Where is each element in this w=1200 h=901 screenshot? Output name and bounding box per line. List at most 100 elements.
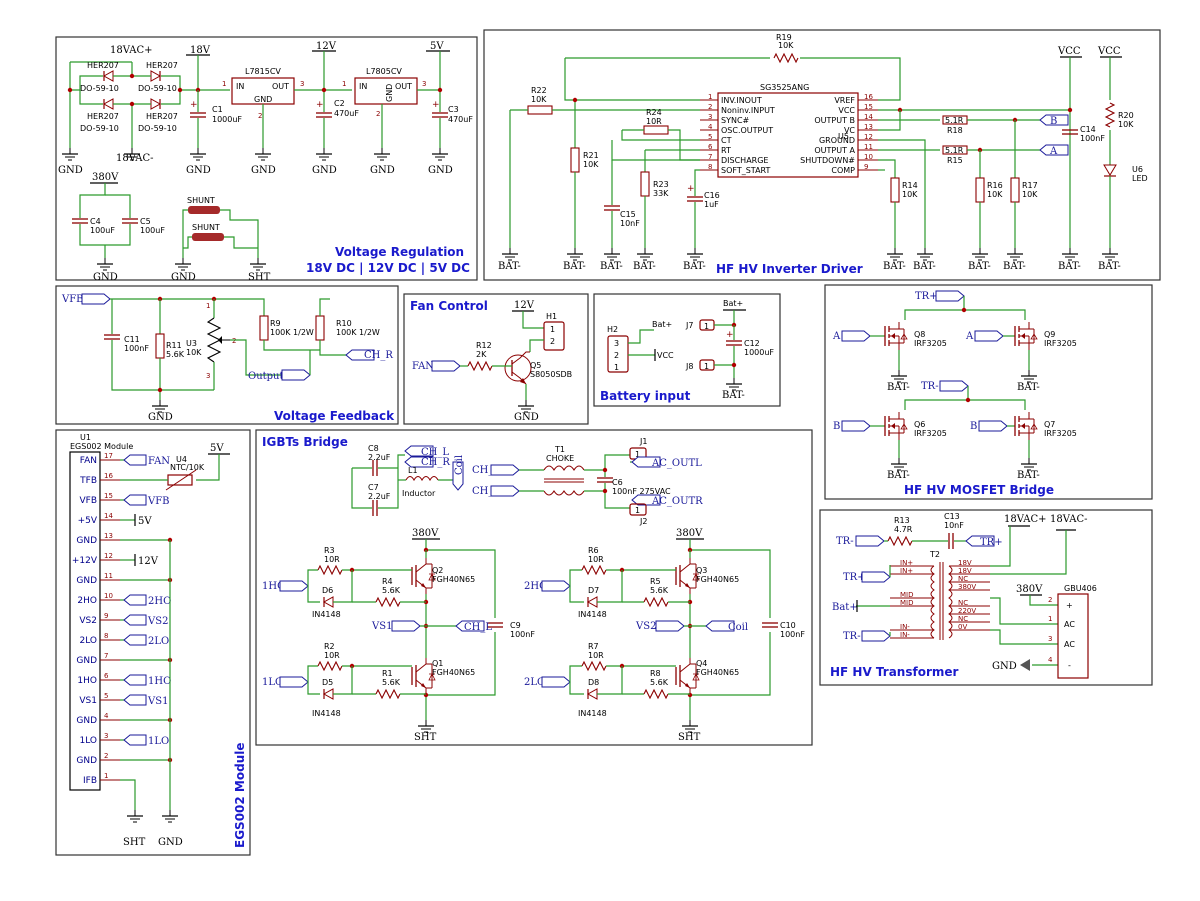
egs002-pin-label: GND bbox=[76, 756, 97, 766]
svg-text:1uF: 1uF bbox=[704, 200, 719, 209]
svg-text:10K: 10K bbox=[902, 190, 918, 199]
svg-text:BAT-: BAT- bbox=[563, 261, 586, 272]
svg-text:BAT-: BAT- bbox=[722, 390, 745, 401]
section-title-inverter-driver: HF HV Inverter Driver bbox=[716, 262, 863, 276]
egs002-pin-label: GND bbox=[76, 656, 97, 666]
svg-text:10K: 10K bbox=[583, 160, 599, 169]
svg-text:IN: IN bbox=[359, 82, 367, 91]
svg-text:Inductor: Inductor bbox=[402, 489, 436, 498]
svg-text:10R: 10R bbox=[646, 117, 662, 126]
svg-text:10K: 10K bbox=[987, 190, 1003, 199]
svg-text:GBU406: GBU406 bbox=[1064, 584, 1097, 593]
svg-text:10K: 10K bbox=[531, 95, 547, 104]
svg-text:C1: C1 bbox=[212, 105, 223, 114]
svg-text:10nF: 10nF bbox=[944, 521, 964, 530]
svg-text:GND: GND bbox=[312, 165, 337, 176]
svg-text:2: 2 bbox=[258, 112, 262, 120]
svg-text:1: 1 bbox=[550, 325, 555, 334]
egs002-net-label: 2LO bbox=[148, 636, 169, 647]
svg-text:100nF: 100nF bbox=[510, 630, 535, 639]
svg-text:BAT-: BAT- bbox=[683, 261, 706, 272]
svg-text:R4: R4 bbox=[382, 577, 393, 586]
svg-text:SHT: SHT bbox=[678, 732, 701, 743]
svg-text:GND: GND bbox=[514, 412, 539, 423]
svg-text:GND: GND bbox=[992, 661, 1017, 672]
voltage-feedback-circuit: VFB C11 100nF R11 5.6K GND U3 10K 2 1 3 … bbox=[61, 293, 395, 423]
svg-text:+: + bbox=[190, 100, 198, 110]
svg-text:18VAC+: 18VAC+ bbox=[1004, 514, 1047, 525]
sg3525-pin-label: OUTPUT B bbox=[814, 116, 855, 125]
svg-text:FGH40N65: FGH40N65 bbox=[696, 575, 739, 584]
egs002-pin-number: 9 bbox=[104, 612, 108, 620]
svg-text:SHT: SHT bbox=[123, 837, 146, 848]
svg-text:1000uF: 1000uF bbox=[212, 115, 242, 124]
egs002-pin-label: 2HO bbox=[77, 596, 97, 606]
egs002-net-label: VFB bbox=[147, 496, 170, 507]
svg-text:IRF3205: IRF3205 bbox=[914, 429, 947, 438]
svg-text:VS2: VS2 bbox=[635, 621, 656, 632]
sg3525-pin-label: OSC.OUTPUT bbox=[721, 126, 773, 135]
transformer-pin-label: IN+ bbox=[900, 559, 913, 567]
egs002-pin-label: GND bbox=[76, 716, 97, 726]
svg-text:1: 1 bbox=[635, 506, 640, 515]
svg-text:L1: L1 bbox=[408, 466, 418, 475]
svg-text:R19: R19 bbox=[776, 33, 792, 42]
egs002-pin-number: 12 bbox=[104, 552, 113, 560]
svg-text:J8: J8 bbox=[685, 362, 693, 371]
egs002-pin-label: VS2 bbox=[79, 616, 97, 626]
svg-text:100uF: 100uF bbox=[140, 226, 165, 235]
svg-text:S8050SDB: S8050SDB bbox=[530, 370, 572, 379]
svg-text:1HO: 1HO bbox=[262, 581, 285, 592]
sg3525-pin-number: 13 bbox=[864, 123, 873, 131]
fan-control-circuit: Fan Control 12V H1 1 2 Q5 S8050SDB GND F… bbox=[410, 299, 572, 423]
svg-text:GND: GND bbox=[158, 837, 183, 848]
egs002-pin-number: 2 bbox=[104, 752, 108, 760]
egs002-pin-label: TFB bbox=[79, 476, 97, 486]
svg-text:FGH40N65: FGH40N65 bbox=[696, 668, 739, 677]
svg-text:VS1: VS1 bbox=[371, 621, 392, 632]
svg-text:IN4148: IN4148 bbox=[312, 709, 341, 718]
svg-text:-: - bbox=[1068, 661, 1071, 670]
egs002-pin-number: 8 bbox=[104, 632, 108, 640]
section-voltage-feedback bbox=[55, 285, 399, 425]
egs002-pin-label: +12V bbox=[72, 556, 98, 566]
sg3525-pin-number: 3 bbox=[708, 113, 712, 121]
svg-text:OUT: OUT bbox=[395, 82, 412, 91]
svg-text:C2: C2 bbox=[334, 99, 345, 108]
svg-text:C3: C3 bbox=[448, 105, 459, 114]
egs002-pin-number: 5 bbox=[104, 692, 108, 700]
svg-text:GND: GND bbox=[148, 412, 173, 423]
section-igbt-bridge bbox=[255, 429, 813, 746]
section-title-igbt-bridge: IGBTs Bridge bbox=[262, 435, 348, 449]
svg-text:R10: R10 bbox=[336, 319, 352, 328]
svg-text:B: B bbox=[833, 421, 840, 432]
svg-text:5.1R: 5.1R bbox=[945, 146, 964, 155]
svg-text:380V: 380V bbox=[676, 528, 703, 539]
svg-text:380V: 380V bbox=[412, 528, 439, 539]
svg-text:R21: R21 bbox=[583, 151, 599, 160]
voltage-regulation-circuit: 18VAC+ 18V 12V 5V HER207 HER207 DO-59-10… bbox=[58, 41, 473, 283]
egs002-net-label: VS1 bbox=[147, 696, 168, 707]
svg-text:TR+: TR+ bbox=[980, 537, 1003, 548]
section-transformer bbox=[819, 509, 1153, 686]
svg-text:GND: GND bbox=[93, 272, 118, 283]
svg-text:BAT-: BAT- bbox=[968, 261, 991, 272]
svg-text:AC_OUTL: AC_OUTL bbox=[651, 458, 702, 469]
svg-text:Q1: Q1 bbox=[432, 659, 443, 668]
svg-text:T1: T1 bbox=[554, 445, 565, 454]
egs002-pin-number: 13 bbox=[104, 532, 113, 540]
svg-text:R23: R23 bbox=[653, 180, 669, 189]
section-title-fan-control: Fan Control bbox=[410, 299, 488, 313]
svg-text:10R: 10R bbox=[324, 555, 340, 564]
svg-text:10K: 10K bbox=[1022, 190, 1038, 199]
svg-text:R13: R13 bbox=[894, 516, 910, 525]
section-title-egs002: EGS002 Module bbox=[233, 743, 247, 849]
svg-text:470uF: 470uF bbox=[448, 115, 473, 124]
svg-text:C5: C5 bbox=[140, 217, 151, 226]
section-subtitle-voltage-regulation: 18V DC | 12V DC | 5V DC bbox=[306, 261, 470, 275]
sg3525-pin-label: VREF bbox=[834, 96, 855, 105]
svg-text:R3: R3 bbox=[324, 546, 335, 555]
